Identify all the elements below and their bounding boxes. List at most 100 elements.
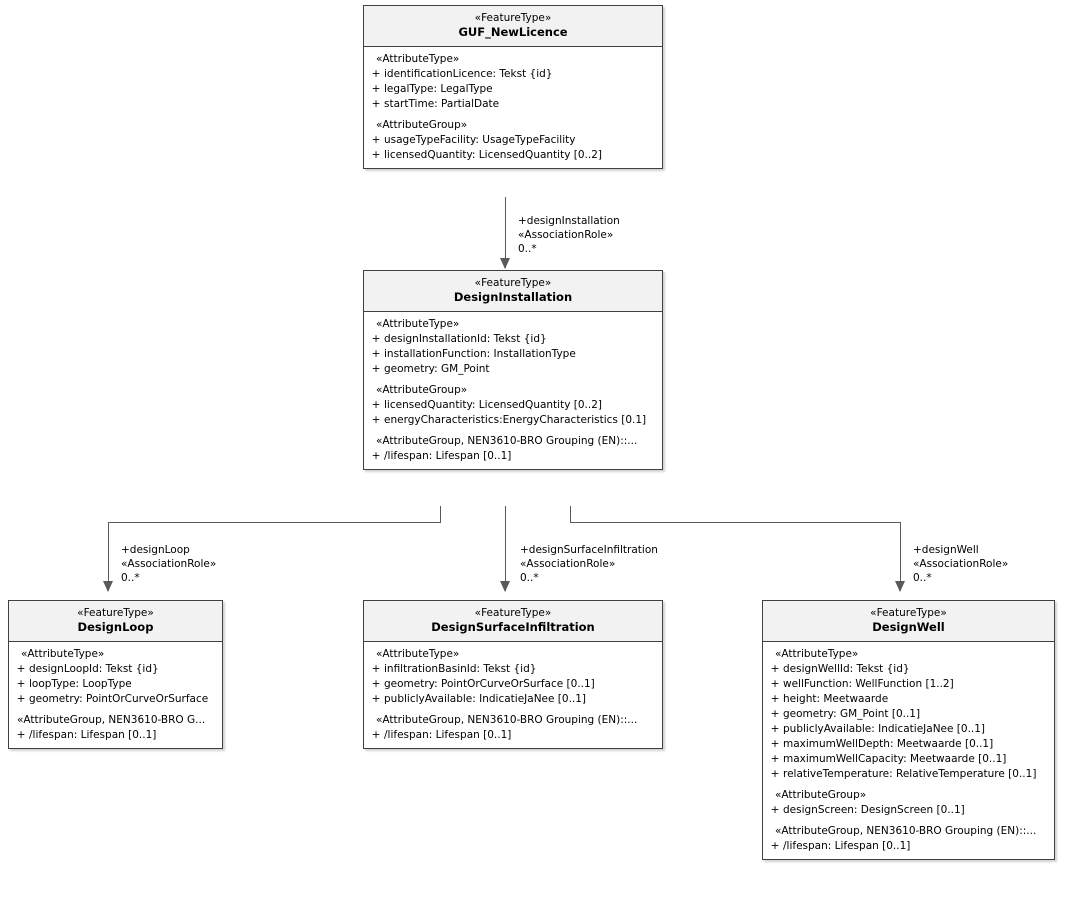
class-header-designloop: «FeatureType» DesignLoop (9, 601, 222, 642)
attribute-row: + energyCharacteristics:EnergyCharacteri… (368, 413, 658, 428)
class-stereotype: «FeatureType» (870, 607, 947, 619)
class-designloop[interactable]: «FeatureType» DesignLoop «AttributeType»… (8, 600, 223, 749)
attribute-visibility: + (371, 450, 381, 462)
attribute-row: + startTime: PartialDate (368, 97, 658, 112)
attribute-text: licensedQuantity: LicensedQuantity [0..2… (384, 399, 602, 411)
attribute-visibility: + (770, 663, 780, 675)
attribute-row: + installationFunction: InstallationType (368, 347, 658, 362)
assoc-label-designloop: +designLoop «AssociationRole» 0..* (121, 543, 216, 585)
connector-guf-to-designinstallation (505, 197, 506, 268)
attribute-row: + /lifespan: Lifespan [0..1] (368, 449, 658, 464)
attribute-text: geometry: GM_Point (384, 363, 490, 375)
compartment-attributetype: «AttributeType» + designWellId: Tekst {i… (763, 642, 1054, 859)
assoc-role-designinstallation: +designInstallation (518, 215, 620, 227)
assoc-label-designsurfaceinfiltration: +designSurfaceInfiltration «AssociationR… (520, 543, 658, 585)
attribute-visibility: + (770, 768, 780, 780)
attribute-text: maximumWellDepth: Meetwaarde [0..1] (783, 738, 994, 750)
class-stereotype: «FeatureType» (474, 277, 552, 289)
assoc-role-designsurfaceinfiltration: +designSurfaceInfiltration (520, 544, 658, 556)
class-header-guf-newlicence: «FeatureType» GUF_NewLicence (364, 6, 662, 47)
attribute-visibility: + (770, 693, 780, 705)
attribute-visibility: + (371, 134, 381, 146)
attribute-row: + identificationLicence: Tekst {id} (368, 67, 658, 82)
attribute-text: /lifespan: Lifespan [0..1] (384, 450, 512, 462)
attribute-text: licensedQuantity: LicensedQuantity [0..2… (384, 149, 602, 161)
assoc-multiplicity-designsurfaceinfiltration: 0..* (520, 572, 539, 584)
assoc-stereotype-designinstallation: «AssociationRole» (518, 229, 614, 241)
attribute-row: + infiltrationBasinId: Tekst {id} (368, 662, 658, 677)
attribute-visibility: + (371, 83, 381, 95)
attribute-row: + geometry: GM_Point (368, 362, 658, 377)
class-title: DesignInstallation (453, 290, 573, 304)
class-header-designsurfaceinfiltration: «FeatureType» DesignSurfaceInfiltration (364, 601, 662, 642)
attribute-text: infiltrationBasinId: Tekst {id} (384, 663, 537, 675)
attribute-text: designLoopId: Tekst {id} (29, 663, 159, 675)
connector-bus-left (108, 522, 441, 523)
attribute-text: usageTypeFacility: UsageTypeFacility (384, 134, 576, 146)
attribute-text: maximumWellCapacity: Meetwaarde [0..1] (783, 753, 1007, 765)
compartment-group-label: «AttributeGroup, NEN3610-BRO Grouping (E… (775, 825, 1037, 837)
class-title: DesignWell (872, 620, 945, 634)
attribute-visibility: + (371, 98, 381, 110)
compartment-attributetype: «AttributeType» + designInstallationId: … (364, 312, 662, 469)
compartment-group-label: «AttributeType» (376, 648, 460, 660)
class-guf-newlicence[interactable]: «FeatureType» GUF_NewLicence «AttributeT… (363, 5, 663, 169)
attribute-text: /lifespan: Lifespan [0..1] (783, 840, 911, 852)
attribute-row: + geometry: GM_Point [0..1] (767, 707, 1050, 722)
class-designwell[interactable]: «FeatureType» DesignWell «AttributeType»… (762, 600, 1055, 860)
attribute-row: + designLoopId: Tekst {id} (13, 662, 218, 677)
arrowhead-designloop (103, 581, 113, 592)
attribute-visibility: + (371, 399, 381, 411)
compartment-group-label: «AttributeType» (775, 648, 859, 660)
attribute-visibility: + (770, 753, 780, 765)
attribute-visibility: + (16, 678, 26, 690)
attribute-visibility: + (371, 363, 381, 375)
compartment-attributetype: «AttributeType» + infiltrationBasinId: T… (364, 642, 662, 748)
assoc-role-designwell: +designWell (913, 544, 979, 556)
attribute-visibility: + (770, 804, 780, 816)
compartment-group-label: «AttributeType» (21, 648, 105, 660)
compartment-group-label: «AttributeGroup» (376, 384, 468, 396)
class-header-designinstallation: «FeatureType» DesignInstallation (364, 271, 662, 312)
attribute-text: /lifespan: Lifespan [0..1] (29, 729, 157, 741)
attribute-row: + usageTypeFacility: UsageTypeFacility (368, 133, 658, 148)
attribute-row: + geometry: PointOrCurveOrSurface [0..1] (368, 677, 658, 692)
arrowhead-designinstallation (500, 258, 510, 269)
class-designinstallation[interactable]: «FeatureType» DesignInstallation «Attrib… (363, 270, 663, 470)
class-stereotype: «FeatureType» (77, 607, 154, 619)
attribute-text: publiclyAvailable: IndicatieJaNee [0..1] (783, 723, 986, 735)
attribute-visibility: + (371, 693, 381, 705)
class-stereotype: «FeatureType» (474, 12, 552, 24)
assoc-multiplicity-designloop: 0..* (121, 572, 140, 584)
attribute-row: + /lifespan: Lifespan [0..1] (13, 728, 218, 743)
attribute-row: + licensedQuantity: LicensedQuantity [0.… (368, 148, 658, 163)
compartment-attributetype: «AttributeType» + designLoopId: Tekst {i… (9, 642, 222, 748)
compartment-group-label: «AttributeGroup, NEN3610-BRO G... (17, 714, 206, 726)
attribute-row: + licensedQuantity: LicensedQuantity [0.… (368, 398, 658, 413)
attribute-text: legalType: LegalType (384, 83, 493, 95)
attribute-text: geometry: PointOrCurveOrSurface [0..1] (384, 678, 595, 690)
class-designsurfaceinfiltration[interactable]: «FeatureType» DesignSurfaceInfiltration … (363, 600, 663, 749)
attribute-row: + loopType: LoopType (13, 677, 218, 692)
attribute-visibility: + (371, 333, 381, 345)
attribute-row: + legalType: LegalType (368, 82, 658, 97)
attribute-text: height: Meetwaarde (783, 693, 889, 705)
attribute-row: + publiclyAvailable: IndicatieJaNee [0..… (767, 722, 1050, 737)
arrowhead-designwell (895, 581, 905, 592)
attribute-visibility: + (770, 678, 780, 690)
attribute-text: installationFunction: InstallationType (384, 348, 576, 360)
attribute-row: + publiclyAvailable: IndicatieJaNee [0..… (368, 692, 658, 707)
attribute-visibility: + (371, 729, 381, 741)
connector-drop-designsurfaceinfiltration (505, 506, 506, 591)
assoc-stereotype-designwell: «AssociationRole» (913, 558, 1009, 570)
assoc-stereotype-designsurfaceinfiltration: «AssociationRole» (520, 558, 616, 570)
attribute-visibility: + (16, 693, 26, 705)
attribute-row: + wellFunction: WellFunction [1..2] (767, 677, 1050, 692)
attribute-text: identificationLicence: Tekst {id} (384, 68, 553, 80)
attribute-visibility: + (371, 68, 381, 80)
attribute-row: + maximumWellCapacity: Meetwaarde [0..1] (767, 752, 1050, 767)
arrowhead-designsurfaceinfiltration (500, 581, 510, 592)
attribute-text: energyCharacteristics:EnergyCharacterist… (384, 414, 647, 426)
connector-bus-right (570, 522, 901, 523)
attribute-visibility: + (770, 840, 780, 852)
